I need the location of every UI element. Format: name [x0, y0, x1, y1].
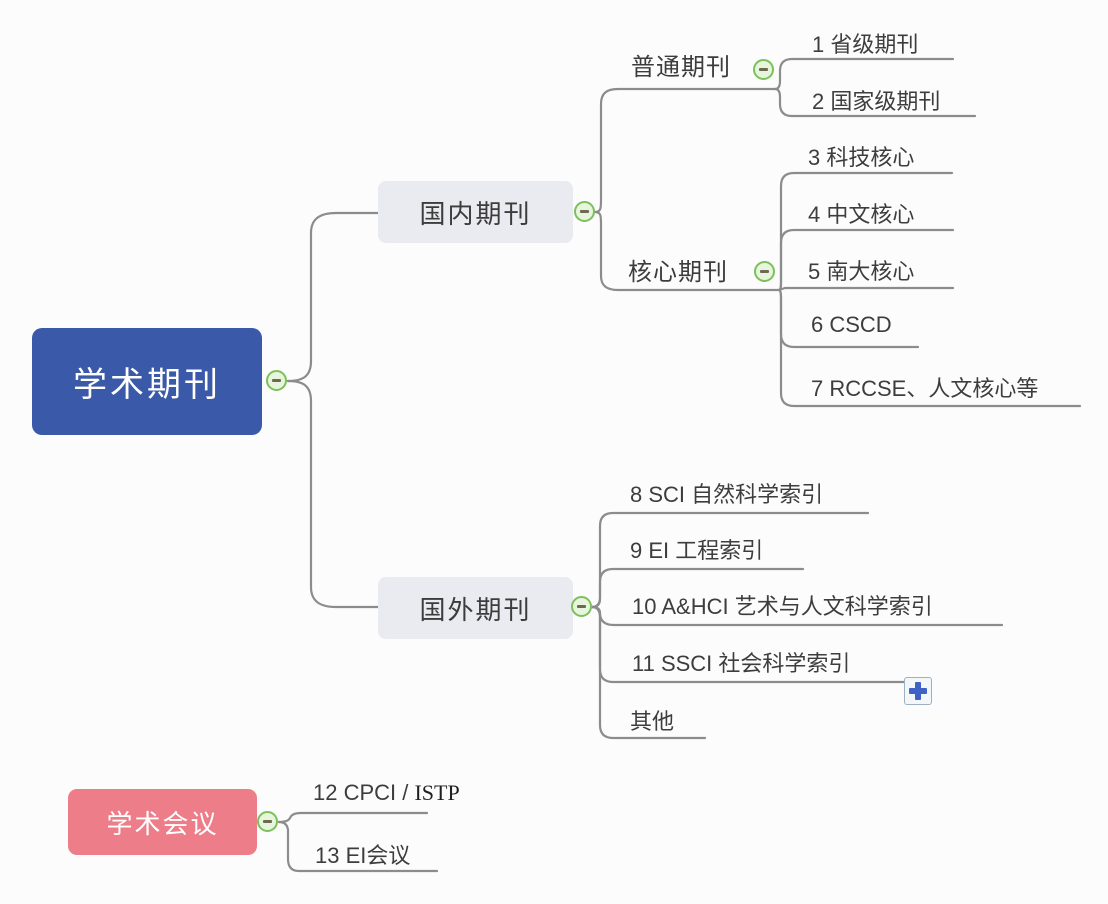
topic-root-label: 学术期刊: [73, 366, 221, 404]
leaf-sci[interactable]: 8 SCI 自然科学索引: [630, 477, 823, 509]
collapse-button-root[interactable]: [266, 370, 287, 391]
leaf-label: 9 EI 工程索引: [630, 538, 764, 563]
minus-icon: [759, 68, 768, 71]
leaf-label: 12 CPCI /: [313, 780, 415, 805]
leaf-label: 1 省级期刊: [812, 32, 919, 57]
leaf-provincial-journal[interactable]: 1 省级期刊: [812, 27, 918, 59]
leaf-scitech-core[interactable]: 3 科技核心: [808, 140, 914, 172]
topic-domestic-journals[interactable]: 国内期刊: [378, 181, 573, 243]
leaf-ei-conference[interactable]: 13 EI会议: [315, 838, 410, 870]
leaf-label: 5 南大核心: [808, 259, 915, 284]
add-subtopic-button[interactable]: [904, 677, 932, 705]
leaf-label-serif: ISTP: [414, 780, 460, 805]
collapse-button-ordinary[interactable]: [753, 59, 774, 80]
collapse-button-core[interactable]: [754, 261, 775, 282]
leaf-cscd[interactable]: 6 CSCD: [811, 312, 892, 338]
topic-ordinary-label: 普通期刊: [631, 54, 731, 81]
topic-domestic-label: 国内期刊: [419, 198, 532, 229]
topic-academic-conference[interactable]: 学术会议: [68, 789, 257, 855]
leaf-label: 4 中文核心: [808, 202, 915, 227]
leaf-label: 11 SSCI 社会科学索引: [632, 651, 851, 676]
link-domestic-core: [593, 210, 781, 292]
topic-ordinary-journals[interactable]: 普通期刊: [631, 47, 731, 82]
leaf-chinese-core[interactable]: 4 中文核心: [808, 197, 914, 229]
link-domestic-ordinary: [593, 87, 777, 214]
link-core-j7: [777, 288, 1082, 408]
minus-icon: [580, 210, 589, 213]
topic-foreign-label: 国外期刊: [419, 594, 532, 625]
leaf-label: 8 SCI 自然科学索引: [630, 482, 824, 507]
leaf-label: 3 科技核心: [808, 145, 915, 170]
minus-icon: [272, 379, 281, 382]
topic-root[interactable]: 学术期刊: [32, 328, 262, 435]
link-ordinary-j1: [773, 57, 955, 91]
collapse-button-domestic[interactable]: [574, 201, 595, 222]
plus-icon: [905, 678, 931, 704]
leaf-label: 2 国家级期刊: [812, 89, 941, 114]
collapse-button-conference[interactable]: [257, 811, 278, 832]
topic-core-label: 核心期刊: [628, 259, 728, 286]
leaf-label: 6 CSCD: [811, 312, 892, 337]
topic-foreign-journals[interactable]: 国外期刊: [378, 577, 573, 639]
minus-icon: [263, 820, 272, 823]
leaf-label: 其他: [630, 709, 675, 734]
leaf-label: 10 A&HCI 艺术与人文科学索引: [632, 594, 933, 619]
collapse-button-foreign[interactable]: [571, 596, 592, 617]
topic-conference-label: 学术会议: [106, 808, 219, 839]
link-root-foreign: [286, 379, 380, 609]
link-core-j5: [777, 286, 955, 292]
leaf-label: 13 EI会议: [315, 843, 411, 868]
leaf-ssci[interactable]: 11 SSCI 社会科学索引: [632, 646, 850, 678]
link-foreign-jother: [590, 605, 707, 740]
leaf-ei[interactable]: 9 EI 工程索引: [630, 533, 763, 565]
leaf-cpci-istp[interactable]: 12 CPCI / ISTP: [313, 780, 460, 806]
leaf-nanda-core[interactable]: 5 南大核心: [808, 254, 914, 286]
leaf-national-journal[interactable]: 2 国家级期刊: [812, 84, 940, 116]
leaf-ahci[interactable]: 10 A&HCI 艺术与人文科学索引: [632, 589, 933, 621]
link-conference-c13: [277, 820, 439, 873]
link-foreign-j9: [590, 567, 805, 609]
leaf-other[interactable]: 其他: [630, 704, 674, 736]
topic-core-journals[interactable]: 核心期刊: [628, 252, 728, 287]
minus-icon: [577, 605, 586, 608]
link-conference-c12: [277, 811, 429, 824]
leaf-rccse[interactable]: 7 RCCSE、人文核心等: [811, 371, 1038, 403]
link-ordinary-j2: [773, 87, 977, 118]
link-root-domestic: [286, 211, 380, 383]
minus-icon: [760, 270, 769, 273]
leaf-label: 7 RCCSE、人文核心等: [811, 376, 1039, 401]
